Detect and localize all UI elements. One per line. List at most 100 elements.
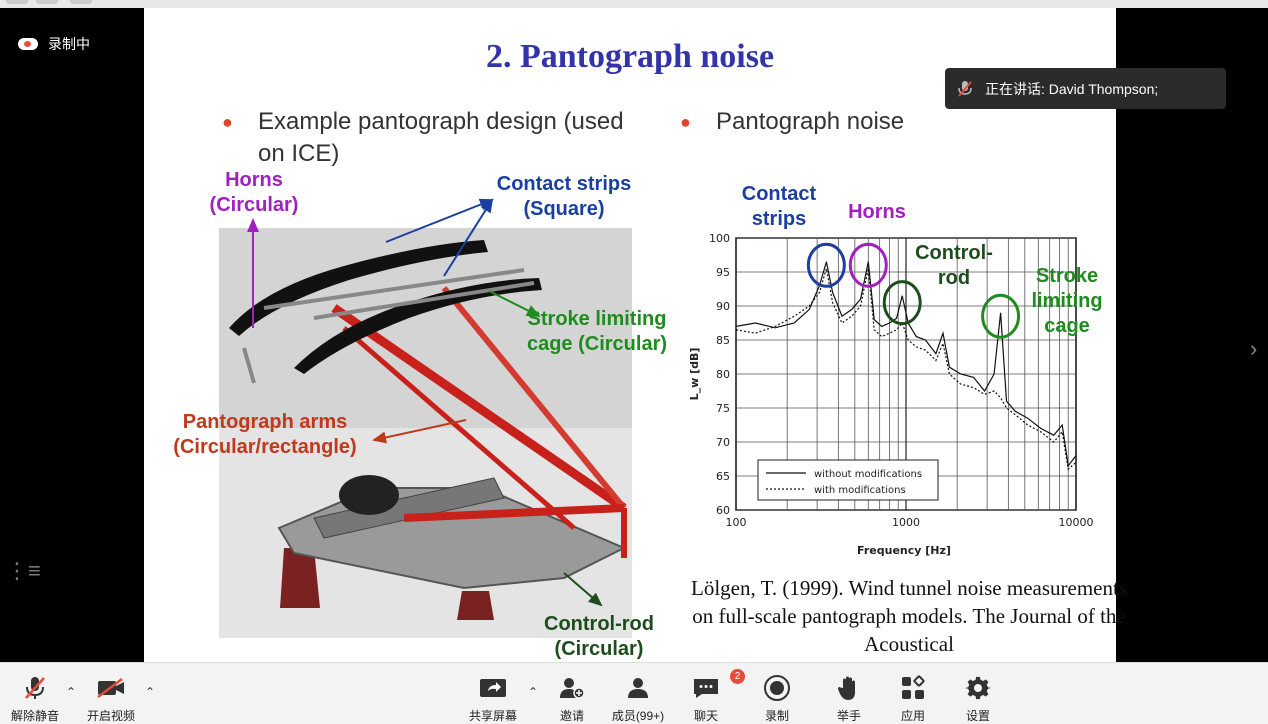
invite-button[interactable]: 邀请 [537,673,607,724]
chart-x-label: Frequency [Hz] [857,544,951,557]
y-tick-label: 75 [716,402,730,415]
record-icon [763,673,791,703]
recording-indicator[interactable]: 录制中 [18,34,90,54]
apps-label: 应用 [900,709,925,723]
y-tick-label: 70 [716,436,730,449]
people-icon [624,673,652,703]
left-side-panel: 录制中 ⋮≡ [0,8,144,662]
window-top-strip [0,0,1268,8]
motor [339,475,399,515]
series-line-1 [735,261,1077,468]
x-tick-label: 1000 [892,516,920,529]
horns-label: Horns (Circular) [209,169,299,216]
bullet-dot-icon: ● [222,112,233,132]
bullet-right-text: Pantograph noise [716,108,905,135]
contact-strips-arrow [385,198,494,243]
pantograph-illustration [219,198,632,638]
share-screen-label: 共享屏幕 [468,709,517,723]
y-tick-label: 100 [709,232,730,245]
unmute-label: 解除静音 [10,709,59,723]
chevron-right-icon[interactable]: › [1250,336,1258,361]
active-speaker-bar: 正在讲话: David Thompson; [945,68,1226,109]
citation: Lölgen, T. (1999). Wind tunnel noise mea… [691,576,1127,656]
invite-label: 邀请 [559,709,584,723]
bullet-left-text: Example pantograph design (used on ICE) [258,108,624,167]
start-video-button[interactable]: 开启视频 [76,673,146,724]
x-tick-label: 10000 [1059,516,1094,529]
slide-title: 2. Pantograph noise [485,38,775,75]
chat-label: 聊天 [693,709,718,723]
video-off-icon [96,673,126,703]
bullet-dot-icon: ● [680,112,691,132]
pantograph-arm [331,304,627,512]
arms-label: Pantograph arms (Circular/rectangle) [173,411,357,458]
legend-label: with modifications [814,485,906,496]
right-side-panel [1116,8,1268,662]
pedestal [280,548,320,608]
control-rod-circle [882,280,922,326]
apps-button[interactable]: 应用 [878,673,948,724]
contact-strips-circle [806,242,846,288]
stroke-cage-circle [981,293,1021,339]
share-screen-icon [479,673,507,703]
contact-strips-arrow [443,198,494,277]
chart-lines [735,242,1077,471]
control-rod-arrow [563,572,603,607]
start-video-label: 开启视频 [86,709,135,723]
record-label: 录制 [764,709,789,723]
control-rod-label: Control-rod (Circular) [544,613,654,660]
pedestal [457,591,494,620]
y-tick-label: 90 [716,300,730,313]
window-dot [6,0,28,4]
participants-button[interactable]: 成员(99+) [603,673,673,724]
legend-label: without modifications [814,469,922,480]
contact-strip [229,240,488,336]
pantograph-arm [342,326,576,530]
series-line-2 [735,268,1077,471]
gear-icon [965,673,992,703]
raise-hand-label: 举手 [836,709,861,723]
window-dot [36,0,58,4]
stroke-cage-label: Stroke limiting cage (Circular) [526,308,668,355]
record-button[interactable]: 录制 [742,673,812,724]
settings-button[interactable]: 设置 [943,673,1013,724]
share-options-chevron-icon[interactable]: ⌃ [528,685,539,699]
apps-grid-icon [900,673,926,703]
chart-y-label: L_w [dB] [688,348,701,401]
share-screen-button[interactable]: 共享屏幕 [458,673,528,724]
slide: 2. Pantograph noise ● Example pantograph… [144,8,1127,662]
unmute-button[interactable]: 解除静音 [0,673,70,724]
chat-icon: 2 [692,669,745,703]
add-person-icon [559,673,585,703]
chart-stroke-cage-label: Stroke limiting cage [1031,265,1103,337]
collector-frame [242,268,535,384]
y-tick-label: 85 [716,334,730,347]
y-tick-label: 65 [716,470,730,483]
audio-options-chevron-icon[interactable]: ⌃ [66,685,77,699]
raised-hand-icon [837,673,861,703]
legend-box [757,459,939,501]
chat-unread-badge: 2 [730,669,745,684]
bullet-left: ● Example pantograph design (used on ICE… [222,106,638,170]
pantograph-arm [403,504,625,522]
muted-mic-icon [23,673,47,703]
chat-button[interactable]: 2 聊天 [671,669,745,724]
bullet-right: ● Pantograph noise [680,106,1016,138]
base-frame [313,477,505,539]
participants-label: 成员(99+) [611,709,665,723]
pantograph-arm [441,286,627,510]
muted-mic-icon [945,80,985,98]
video-options-chevron-icon[interactable]: ⌃ [145,685,156,699]
speaker-text: 正在讲话: David Thompson; [985,80,1159,97]
list-icon[interactable]: ⋮≡ [6,558,41,583]
cloud-record-icon [18,38,38,50]
chart-contact-strips-label: Contact strips [741,183,817,230]
chart-control-rod-label: Control- rod [915,242,993,289]
horns-circle [848,242,888,288]
settings-label: 设置 [965,709,990,723]
window-dot [70,0,92,4]
raise-hand-button[interactable]: 举手 [814,673,884,724]
recording-label: 录制中 [48,36,90,52]
